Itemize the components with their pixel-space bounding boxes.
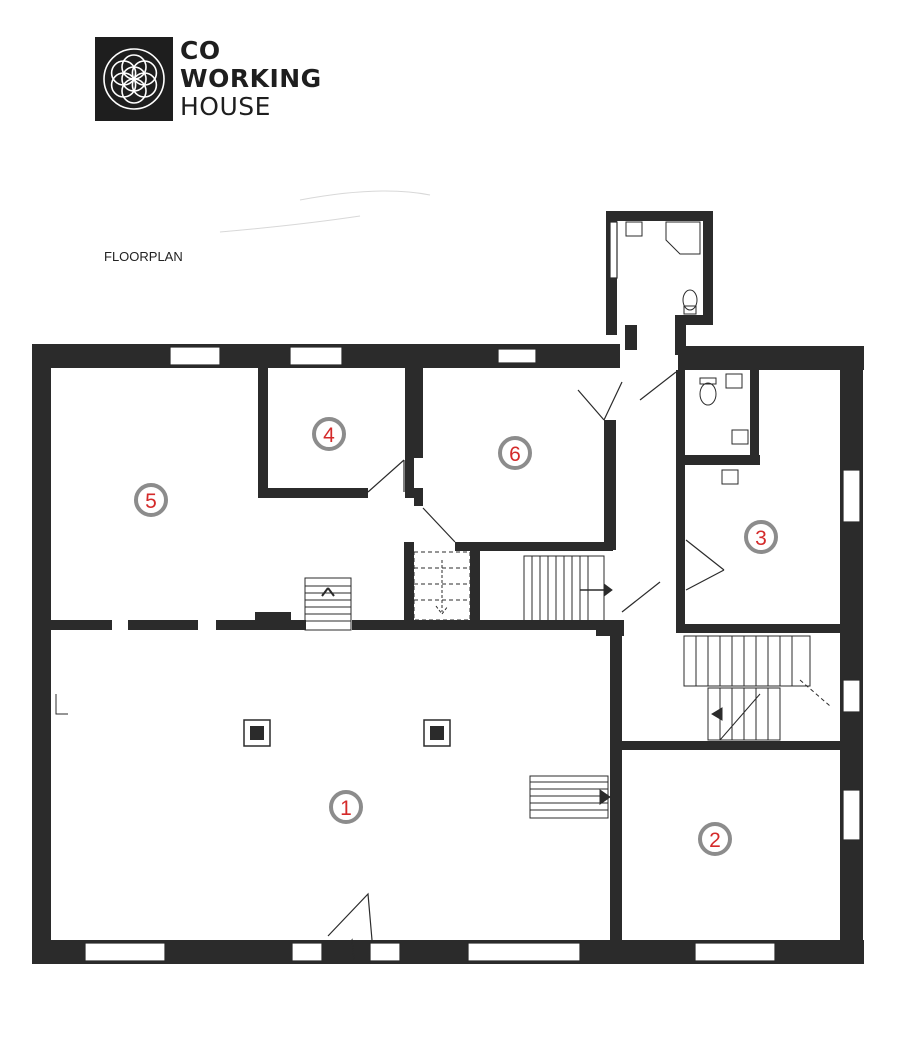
divider-wall-d: [352, 620, 600, 630]
annex-neck-west: [625, 325, 637, 350]
room-number-1: 1: [340, 797, 352, 820]
room-marker-6: 6: [498, 436, 532, 470]
divider-wall-c: [216, 620, 306, 630]
window-s1: [84, 942, 166, 962]
shower-icon: [665, 221, 701, 255]
room-number-2: 2: [709, 829, 721, 852]
window-e3: [842, 789, 861, 841]
window-n3: [497, 348, 537, 364]
divider-wall-bump: [255, 612, 291, 622]
walls: [32, 211, 864, 964]
door-central: [621, 581, 661, 613]
stair-block-west-wall: [404, 542, 414, 630]
scan-marks: [219, 190, 431, 233]
room6-east-wall: [604, 420, 616, 550]
room-marker-5: 5: [134, 483, 168, 517]
door-room6-west: [422, 507, 456, 543]
window-e2: [842, 679, 861, 713]
stair-service-upper: [683, 635, 811, 687]
window-s3: [369, 942, 401, 962]
door-room4: [367, 459, 405, 493]
fixture-room1-icon: [55, 694, 68, 715]
wc-east-wall: [750, 370, 759, 465]
room-number-4: 4: [323, 424, 335, 447]
room-marker-3: 3: [744, 520, 778, 554]
room6-south-wall: [455, 542, 613, 551]
annex-neck-east: [675, 315, 686, 355]
room3-south-wall: [676, 624, 840, 633]
window-annex: [609, 221, 618, 279]
sink-room3-icon: [721, 469, 739, 485]
logo-line-co: CO: [180, 36, 221, 65]
window-s2: [291, 942, 323, 962]
door-room3: [685, 539, 725, 591]
flower-of-life-logo-icon: [95, 37, 173, 121]
room4-south-wall: [258, 488, 368, 498]
room6-west-wall-lower: [414, 488, 423, 506]
logo-line-house: HOUSE: [180, 92, 271, 121]
room-number-3: 3: [755, 527, 767, 550]
room-number-5: 5: [145, 490, 157, 513]
divider-wall-a: [32, 620, 112, 630]
room-marker-4: 4: [312, 417, 346, 451]
north-wall-east: [678, 346, 864, 370]
logo-line-working: WORKING: [180, 64, 322, 93]
wc-south-wall: [685, 455, 760, 465]
window-n1: [169, 346, 221, 366]
stair-block-wall: [470, 542, 480, 630]
annex-north-wall: [606, 211, 713, 221]
room-marker-2: 2: [698, 822, 732, 856]
stair-dashed: [413, 551, 471, 621]
window-n2: [289, 346, 343, 366]
room6-west-wall-upper: [414, 368, 423, 458]
sink-wc-icon: [731, 429, 749, 445]
divider-wall-b: [128, 620, 198, 630]
annex-south-wall: [675, 315, 713, 325]
door-entrance: [327, 892, 373, 941]
door-corridor-north: [639, 371, 677, 401]
service-west-wall: [610, 630, 622, 750]
room-number-6: 6: [509, 443, 521, 466]
room2-north-wall: [622, 741, 840, 750]
room-markers: 1 2 3 4 5 6: [134, 417, 778, 856]
urinal-icon: [725, 373, 743, 389]
window-e1: [842, 469, 861, 523]
columns: [243, 719, 451, 747]
room4-east-wall: [405, 368, 414, 498]
window-s5: [694, 942, 776, 962]
door-entrance-outer: [337, 938, 355, 963]
toilet-wc-icon: [699, 382, 717, 406]
windows: [84, 221, 861, 962]
east-wall: [840, 346, 863, 958]
floorplan-heading: FLOORPLAN: [104, 249, 183, 264]
sink-annex-icon: [625, 221, 643, 237]
room-marker-1: 1: [329, 790, 363, 824]
room3-west-wall: [676, 460, 685, 624]
stairs: [304, 551, 831, 819]
room4-west-wall: [258, 368, 268, 498]
doors: [327, 371, 725, 963]
toilet-annex-icon: [682, 289, 698, 311]
stair-room5: [304, 577, 352, 631]
wc-west-wall: [676, 370, 685, 460]
sanitary-fixtures: [55, 221, 749, 715]
west-wall: [32, 344, 51, 964]
window-s4: [467, 942, 581, 962]
room2-west-wall: [610, 748, 622, 940]
door-room6-north: [577, 381, 623, 421]
logo-wordmark: CO WORKING HOUSE: [180, 37, 350, 121]
annex-east-wall: [703, 211, 713, 325]
